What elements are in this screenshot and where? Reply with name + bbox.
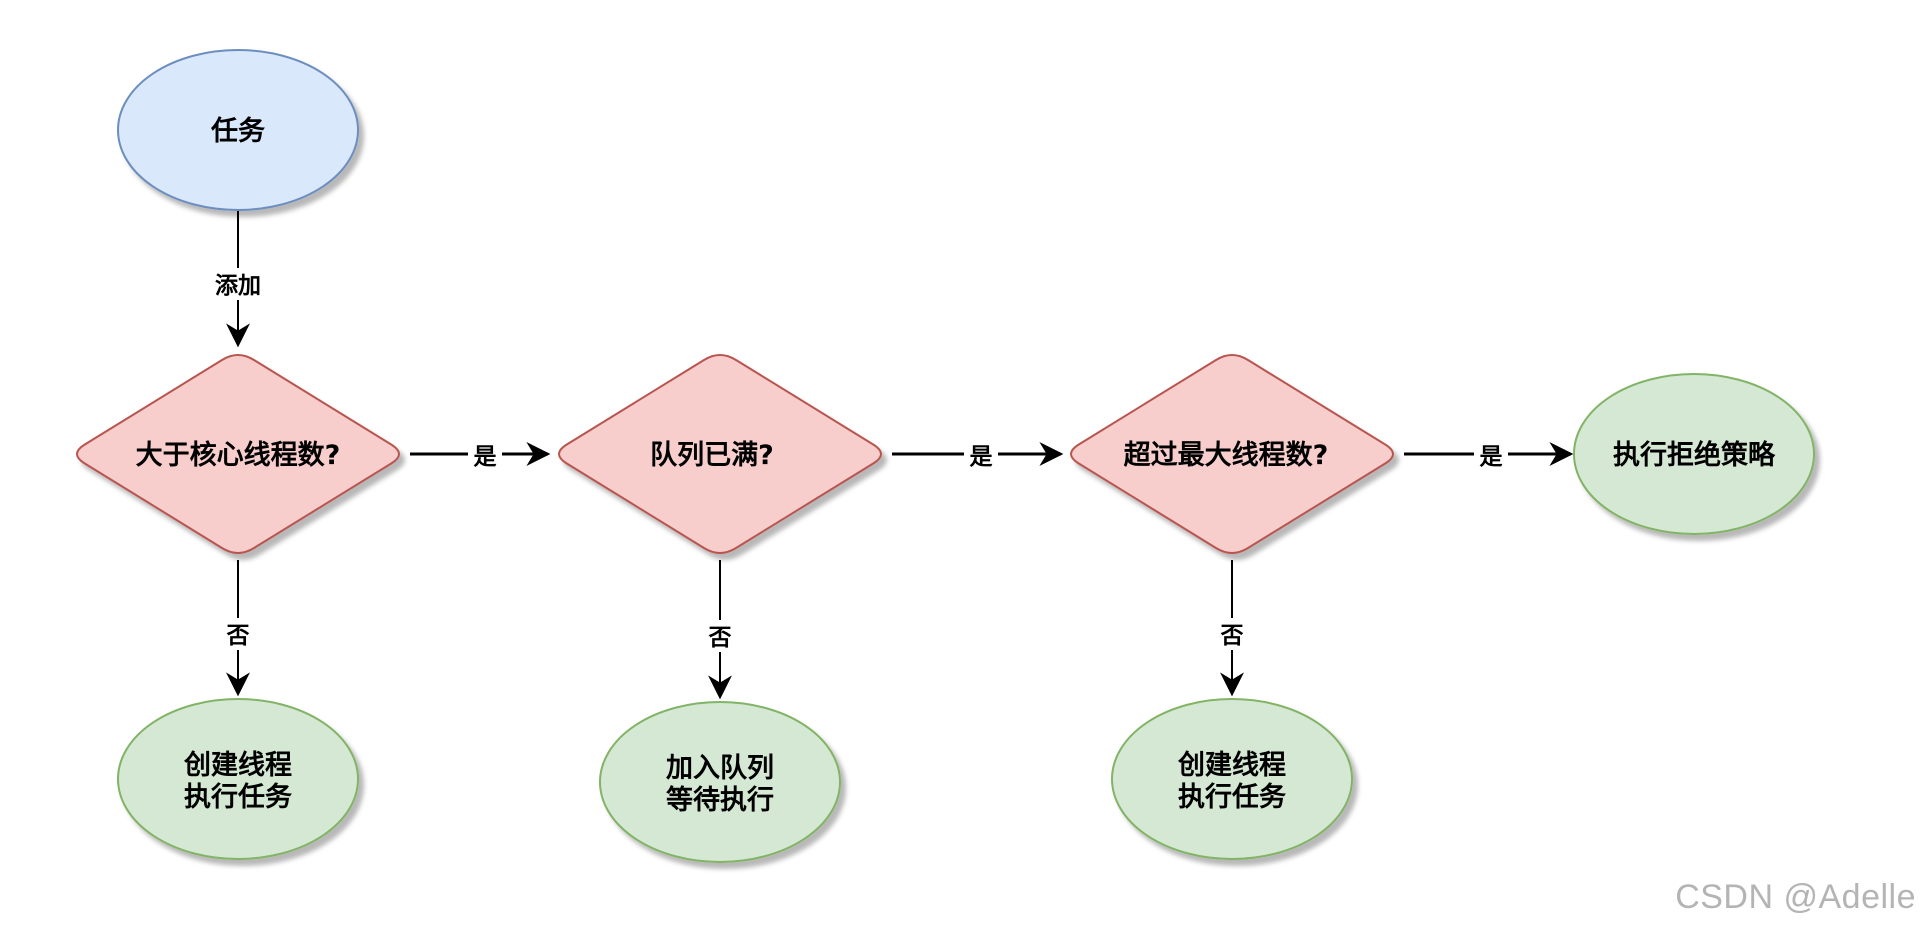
node-reject-label: 执行拒绝策略 (1613, 439, 1776, 471)
edge-task-to-core: 添加 (210, 210, 266, 348)
node-task-label: 任务 (210, 116, 265, 147)
node-decision-queue: 队列已满? (558, 354, 882, 554)
node-decision-queue-label: 队列已满? (650, 440, 774, 471)
edge-queue-to-max: 是 (892, 438, 1064, 470)
node-enqueue: 加入队列 等待执行 (599, 701, 841, 863)
watermark-text: CSDN @Adelle (1675, 878, 1916, 916)
edge-label-yes-2: 是 (970, 444, 993, 470)
edge-label-no-1: 否 (226, 623, 250, 649)
edge-max-to-create: 否 (1216, 560, 1248, 697)
node-create-core: 创建线程 执行任务 (117, 698, 359, 860)
node-task: 任务 (117, 49, 359, 211)
edge-label-no-3: 否 (1220, 623, 1244, 649)
node-decision-core-label: 大于核心线程数? (136, 439, 341, 471)
edge-label-yes-1: 是 (474, 444, 497, 470)
edge-core-to-create: 否 (222, 560, 254, 697)
node-create-core-line2: 执行任务 (184, 781, 292, 813)
node-create-max-line1: 创建线程 (1177, 750, 1286, 781)
edge-label-add: 添加 (215, 273, 261, 299)
edge-label-yes-3: 是 (1480, 444, 1503, 470)
edge-label-no-2: 否 (708, 625, 732, 651)
node-enqueue-line1: 加入队列 (666, 753, 774, 784)
edge-max-to-reject: 是 (1404, 438, 1574, 470)
node-enqueue-line2: 等待执行 (666, 784, 774, 816)
node-create-core-line1: 创建线程 (183, 750, 292, 781)
node-create-max-line2: 执行任务 (1178, 781, 1286, 813)
node-decision-max-label: 超过最大线程数? (1124, 440, 1329, 471)
node-reject: 执行拒绝策略 (1573, 373, 1815, 535)
node-decision-max: 超过最大线程数? (1070, 354, 1394, 554)
node-decision-core: 大于核心线程数? (76, 354, 400, 554)
edge-queue-to-enqueue: 否 (704, 560, 736, 700)
edge-core-to-queue: 是 (410, 438, 551, 470)
node-create-max: 创建线程 执行任务 (1111, 698, 1353, 860)
